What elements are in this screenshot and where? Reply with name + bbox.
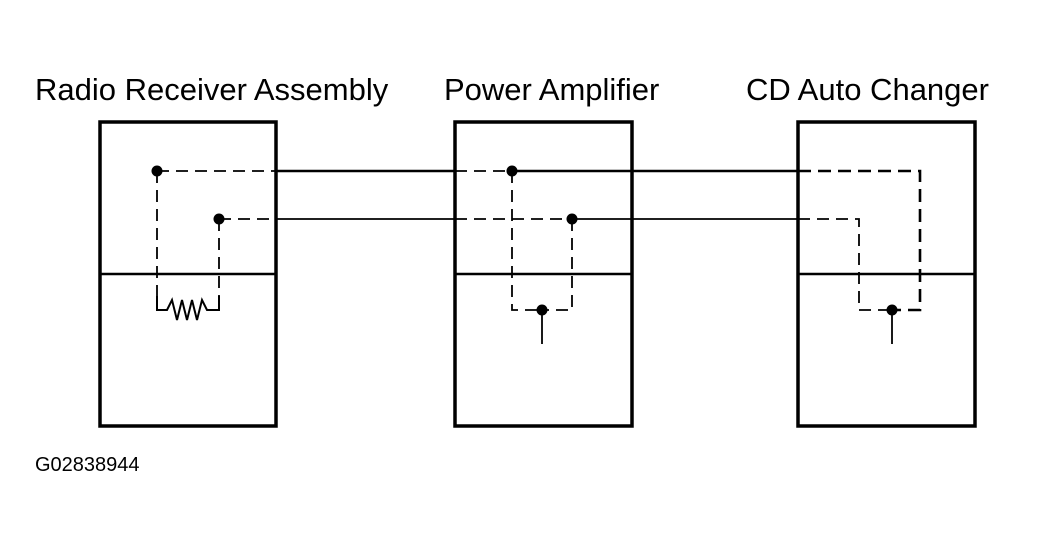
amplifier-internal-wiring [511,171,573,344]
cd-auto-changer-box [796,120,977,428]
figure-id: G02838944 [35,454,140,476]
junction-node [886,304,898,316]
resistor-icon [156,296,220,321]
lower-signal-line [219,218,892,311]
radio-internal-wiring [156,171,220,321]
junction-node [536,304,548,316]
junction-node [506,165,518,177]
power-amplifier-box [453,120,634,428]
junction-node [151,165,163,177]
junction-node [213,213,225,225]
upper-signal-line [157,169,922,312]
label-cd-auto-changer: CD Auto Changer [746,72,989,107]
junction-node [566,213,578,225]
label-power-amplifier: Power Amplifier [444,72,659,107]
radio-receiver-box [98,120,278,428]
label-radio-receiver-assembly: Radio Receiver Assembly [35,72,389,107]
